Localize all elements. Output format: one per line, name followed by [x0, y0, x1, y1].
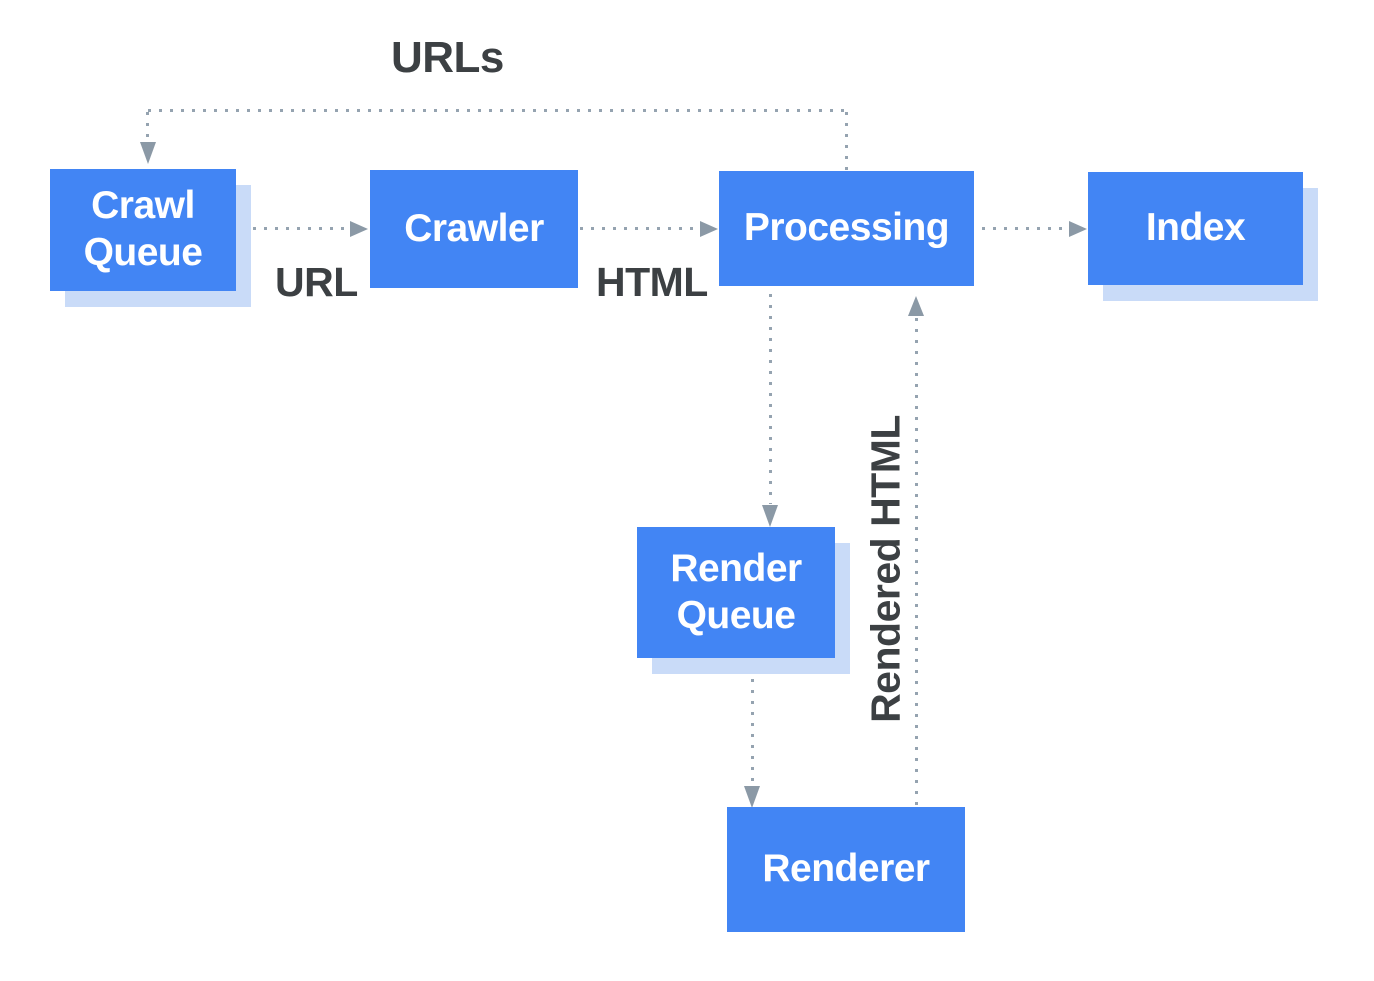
edge-processing-to-index [982, 227, 1068, 230]
edge-label-html: HTML [596, 259, 708, 305]
arrowhead-into-render-queue [762, 505, 778, 527]
edge-label-url: URL [275, 259, 358, 305]
node-render-queue: Render Queue [637, 527, 835, 658]
edge-crawler-to-processing [580, 227, 699, 230]
edge-processing-to-crawlqueue-drop [146, 112, 149, 142]
edge-processing-to-crawlqueue-riser [845, 112, 848, 170]
edge-processing-to-crawlqueue-top [148, 109, 848, 112]
node-index: Index [1088, 172, 1303, 285]
edge-renderer-to-processing [915, 318, 918, 806]
arrowhead-into-processing-left [700, 221, 718, 237]
node-crawler: Crawler [370, 170, 578, 288]
edge-processing-to-renderqueue [769, 294, 772, 504]
arrowhead-into-crawler [350, 221, 368, 237]
node-crawl-queue: Crawl Queue [50, 169, 236, 291]
edge-crawlqueue-to-crawler [253, 227, 349, 230]
node-processing: Processing [719, 171, 974, 286]
arrowhead-into-index [1069, 221, 1087, 237]
edge-label-rendered-html: Rendered HTML [862, 415, 909, 723]
edge-renderqueue-to-renderer [751, 679, 754, 785]
arrowhead-into-renderer [744, 786, 760, 808]
arrowhead-into-processing-bottom [908, 296, 924, 316]
node-renderer: Renderer [727, 807, 965, 932]
arrowhead-into-crawl-queue [140, 142, 156, 164]
edge-label-urls: URLs [391, 33, 504, 82]
